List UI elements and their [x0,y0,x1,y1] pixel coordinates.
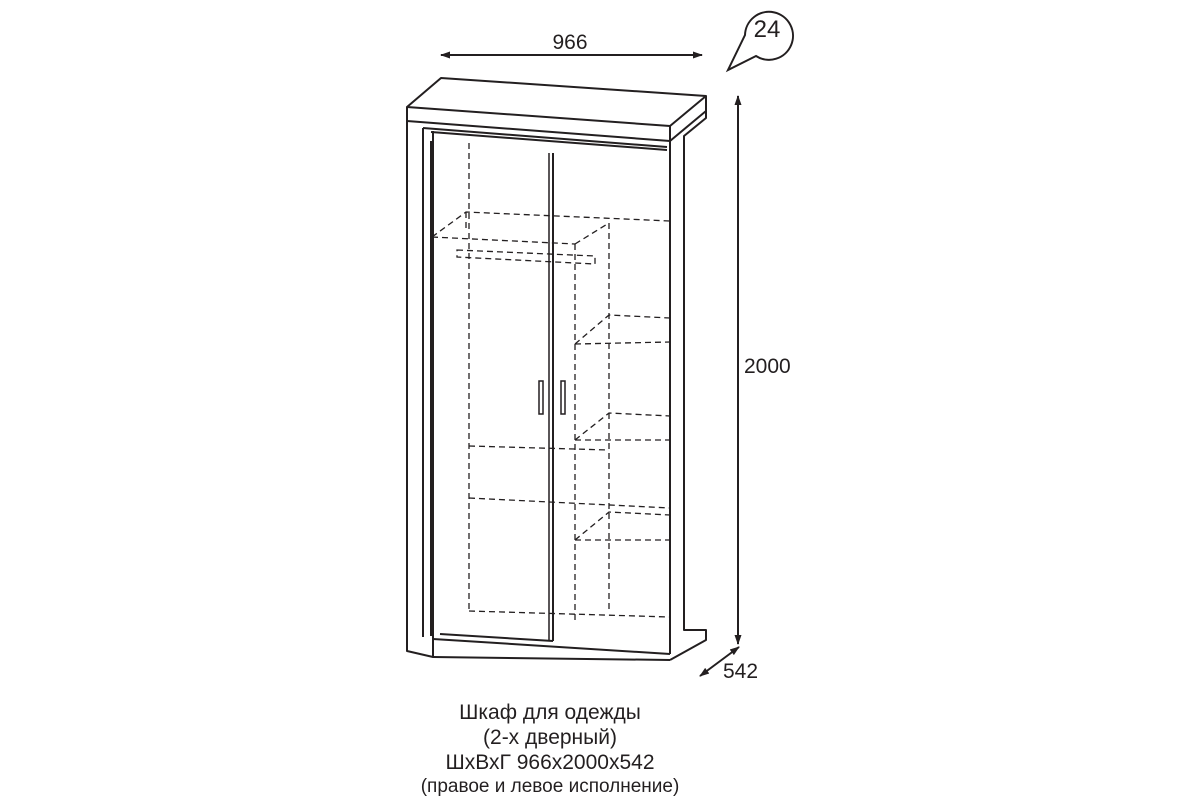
height-label: 2000 [744,355,791,378]
width-dimension: 966 [440,31,703,59]
interior-hidden-lines [431,143,671,620]
caption-note: (правое и левое исполнение) [420,776,680,797]
wardrobe-body [406,77,707,661]
depth-label: 542 [723,660,758,683]
depth-dimension: 542 [699,646,758,683]
left-door-handle [538,380,544,415]
item-number: 24 [754,16,781,43]
caption-title: Шкаф для одежды [459,701,641,724]
product-caption: Шкаф для одежды (2-х дверный) ШхВхГ 966х… [350,700,750,798]
wardrobe-doors [538,153,566,641]
caption-subtitle: (2-х дверный) [483,726,617,749]
right-door-handle [560,380,566,415]
caption-dimensions: ШхВхГ 966х2000х542 [445,751,655,774]
height-dimension: 2000 [734,95,791,645]
item-number-badge: 24 [725,10,794,73]
hanging-rail [456,249,596,265]
width-label: 966 [552,31,587,54]
